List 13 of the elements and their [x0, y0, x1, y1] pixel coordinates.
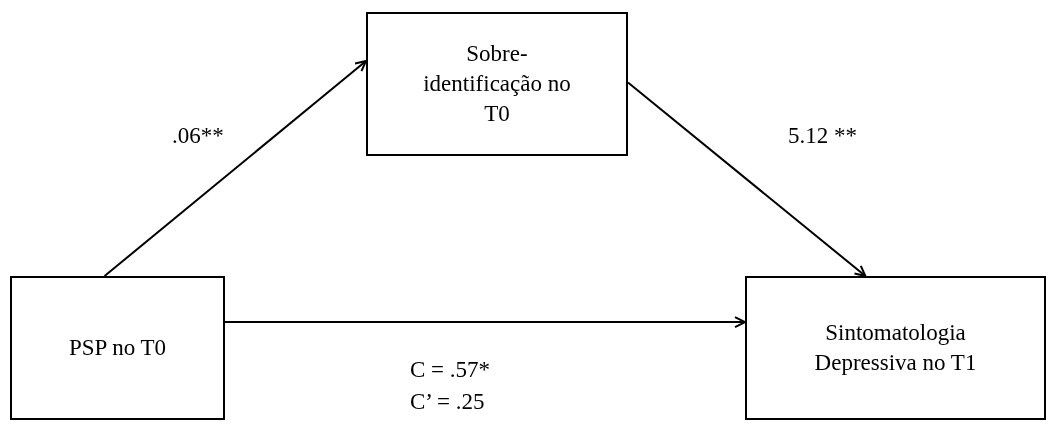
variable-box — [366, 12, 628, 156]
node-label: Sobre-identificação no T0 — [422, 40, 572, 128]
edge-label: 5.12 ** — [788, 124, 857, 147]
arrow — [627, 81, 867, 277]
edge-label: .06** — [172, 124, 224, 147]
coefficient-label: C’ = .25 — [410, 390, 485, 413]
node-label: PSP no T0 — [68, 334, 167, 363]
node-label: Sintomatologia Depressiva no T1 — [813, 319, 978, 377]
arrow — [224, 316, 746, 329]
variable-box — [10, 276, 225, 420]
edge-label: C = .57* — [410, 358, 491, 381]
arrow — [103, 59, 367, 277]
variable-box — [745, 276, 1046, 420]
